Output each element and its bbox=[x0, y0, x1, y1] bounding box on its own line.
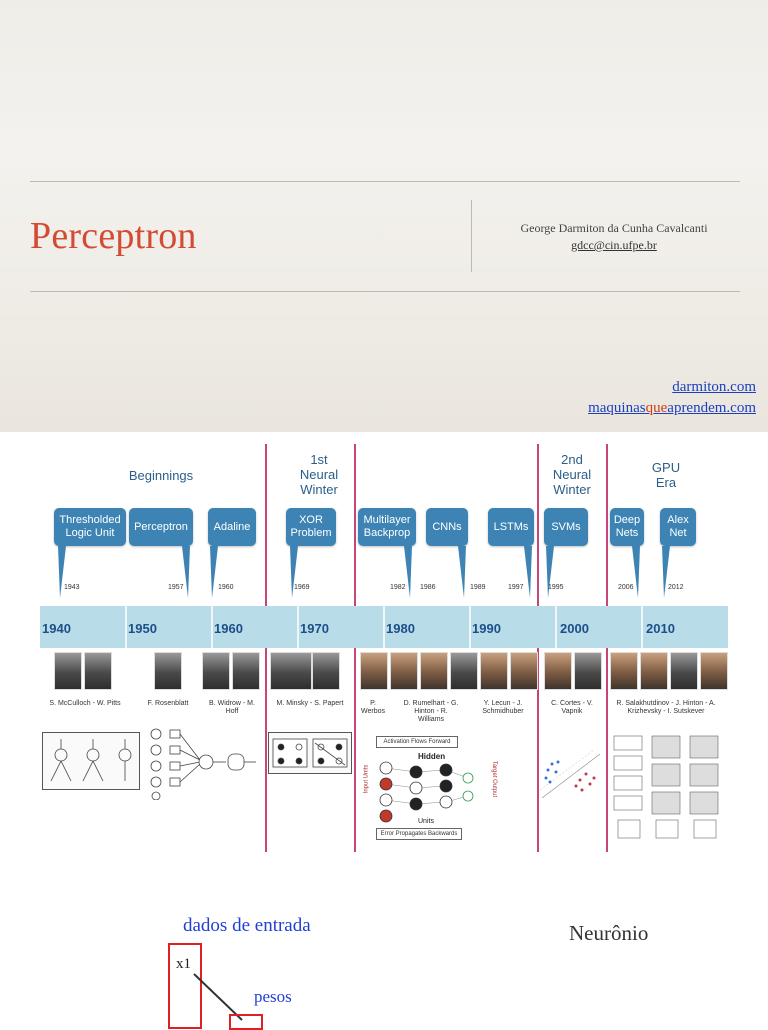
tail-lstms bbox=[524, 546, 532, 598]
link-part-2: que bbox=[646, 400, 668, 416]
tlu-diagram bbox=[42, 732, 140, 790]
year-1982: 1982 bbox=[390, 584, 406, 591]
portrait bbox=[670, 652, 698, 690]
portrait bbox=[510, 652, 538, 690]
tail-cnns bbox=[458, 546, 466, 598]
portrait bbox=[640, 652, 668, 690]
portrait bbox=[312, 652, 340, 690]
error-arrow: Error Propagates Backwards bbox=[376, 828, 462, 840]
tail-adaline bbox=[210, 546, 218, 598]
title-slide: Perceptron George Darmiton da Cunha Cava… bbox=[0, 0, 768, 432]
year-2012: 2012 bbox=[668, 584, 684, 591]
portrait bbox=[544, 652, 572, 690]
top-rule bbox=[30, 181, 740, 182]
portrait bbox=[390, 652, 418, 690]
link-part-1: maquinas bbox=[588, 400, 646, 416]
portrait bbox=[700, 652, 728, 690]
backprop-diagram: Activation Flows Forward Hidden Input Un… bbox=[366, 736, 490, 846]
portrait bbox=[202, 652, 230, 690]
weight-highlight-box bbox=[229, 1014, 263, 1030]
bottom-rule bbox=[30, 291, 740, 292]
names-lecun: Y. Lecun - J. Schmidhuber bbox=[472, 700, 534, 716]
link-part-3: aprendem.com bbox=[667, 400, 756, 416]
names-widrow-hoff: B. Widrow - M. Hoff bbox=[206, 700, 258, 716]
deep-net-diagram bbox=[612, 734, 726, 848]
year-1986: 1986 bbox=[420, 584, 436, 591]
portrait bbox=[54, 652, 82, 690]
names-minsky-papert: M. Minsky - S. Papert bbox=[270, 700, 350, 708]
names-rumelhart: D. Rumelhart - G. Hinton - R. Williams bbox=[402, 700, 460, 724]
names-mcculloch-pitts: S. McCulloch - W. Pitts bbox=[42, 700, 128, 708]
portrait bbox=[84, 652, 112, 690]
portrait bbox=[232, 652, 260, 690]
timeline-slide: Beginnings 1st Neural Winter 2nd Neural … bbox=[40, 444, 728, 852]
band-ticks bbox=[40, 606, 728, 648]
neuron-slide: dados de entrada Neurônio x1 pesos bbox=[0, 860, 768, 1024]
weights-label: pesos bbox=[254, 987, 292, 1007]
maquinas-link[interactable]: maquinasqueaprendem.com bbox=[588, 400, 756, 417]
activation-arrow: Activation Flows Forward bbox=[376, 736, 458, 748]
svm-diagram bbox=[540, 750, 602, 800]
author-email-link[interactable]: gdcc@cin.ufpe.br bbox=[488, 238, 740, 253]
portrait bbox=[450, 652, 478, 690]
perceptron-diagram bbox=[148, 724, 258, 800]
portrait bbox=[574, 652, 602, 690]
portrait bbox=[480, 652, 508, 690]
portrait bbox=[270, 652, 312, 690]
names-rosenblatt: F. Rosenblatt bbox=[138, 700, 198, 708]
input-data-label: dados de entrada bbox=[183, 915, 311, 937]
year-1957: 1957 bbox=[168, 584, 184, 591]
year-1943: 1943 bbox=[64, 584, 80, 591]
backprop-network bbox=[376, 760, 476, 824]
year-1995: 1995 bbox=[548, 584, 564, 591]
portrait bbox=[154, 652, 182, 690]
xor-diagram bbox=[268, 732, 352, 774]
neuron-title: Neurônio bbox=[569, 921, 648, 946]
names-gpu-era: R. Salakhutdinov - J. Hinton - A. Krizhe… bbox=[610, 700, 722, 716]
portrait bbox=[360, 652, 388, 690]
portrait bbox=[420, 652, 448, 690]
year-2006: 2006 bbox=[618, 584, 634, 591]
year-1960: 1960 bbox=[218, 584, 234, 591]
year-1989: 1989 bbox=[470, 584, 486, 591]
slide-title: Perceptron bbox=[30, 214, 197, 258]
input-units-label: Input Units bbox=[363, 765, 369, 794]
author-name: George Darmiton da Cunha Cavalcanti bbox=[488, 221, 740, 236]
year-1969: 1969 bbox=[294, 584, 310, 591]
vertical-divider bbox=[471, 200, 472, 272]
year-1997: 1997 bbox=[508, 584, 524, 591]
target-output-label: Target Output bbox=[491, 761, 497, 797]
portrait bbox=[610, 652, 638, 690]
units-label: Units bbox=[418, 818, 434, 825]
names-cortes-vapnik: C. Cortes - V. Vapnik bbox=[544, 700, 600, 716]
darmiton-link[interactable]: darmiton.com bbox=[672, 379, 756, 396]
names-werbos: P. Werbos bbox=[358, 700, 388, 716]
x1-label: x1 bbox=[176, 956, 191, 973]
